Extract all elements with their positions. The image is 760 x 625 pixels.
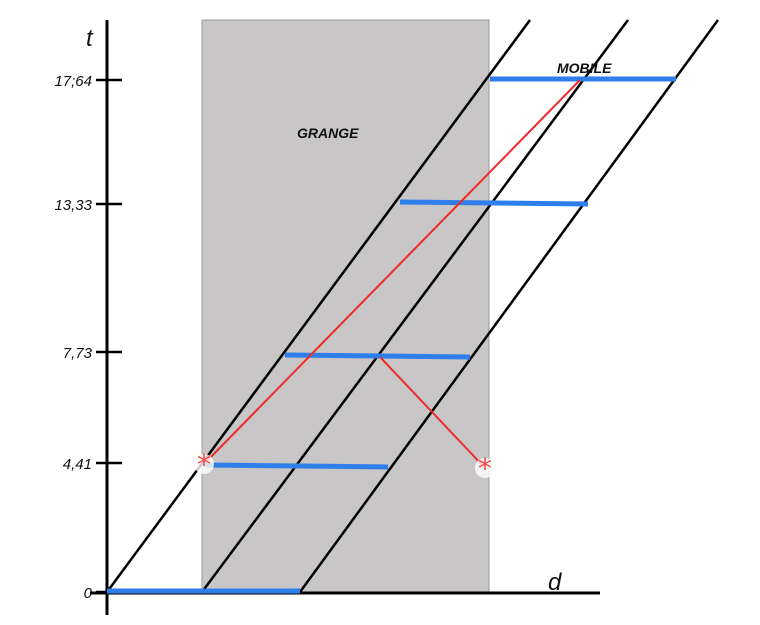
blue-segment-441	[204, 462, 389, 470]
tick-label: 7,73	[63, 345, 93, 362]
tick-label: 13,33	[54, 197, 92, 214]
grange-zone	[201, 19, 490, 593]
svg-text:*: *	[197, 448, 211, 481]
tick-label: 0	[84, 585, 93, 602]
diagonal-line-3	[298, 19, 720, 593]
grange-label: GRANGE	[297, 125, 359, 141]
asterisk-icon: *	[194, 448, 214, 481]
mobile-label: MOBILE	[557, 60, 612, 76]
diagonal-line-1	[105, 19, 532, 593]
blue-segment-1333	[399, 199, 589, 207]
tick-label: 17;64	[54, 73, 92, 90]
diagonal-line-2	[200, 19, 630, 593]
asterisk-icon: *	[475, 452, 495, 485]
svg-text:*: *	[478, 452, 492, 485]
tick-label: 4,41	[63, 456, 92, 473]
red-line-long	[204, 79, 581, 464]
t-axis-label: t	[86, 25, 94, 52]
blue-segment-773	[284, 352, 471, 360]
red-line-short	[379, 356, 486, 469]
d-axis-label: d	[548, 569, 562, 596]
